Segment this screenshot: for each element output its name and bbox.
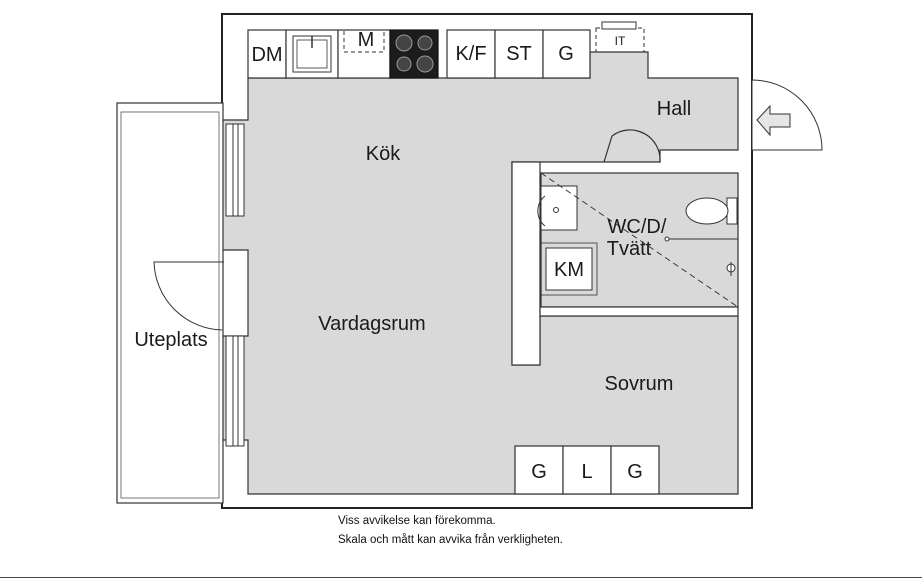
label-m: M [358, 29, 375, 51]
label-g-kitchen: G [558, 43, 574, 65]
room-label-uteplats: Uteplats [134, 329, 207, 351]
bottom-rule [0, 577, 922, 578]
bedroom-closets [514, 445, 660, 495]
room-label-sovrum: Sovrum [605, 373, 674, 395]
closet-g2 [610, 445, 660, 495]
label-it: IT [615, 34, 626, 48]
room-label-wc-line2: Tvätt [607, 238, 652, 260]
bathroom-door [603, 129, 661, 163]
label-dm: DM [251, 44, 282, 66]
washing-machine [545, 247, 593, 291]
closet-g1 [514, 445, 564, 495]
kitchen-counter [247, 21, 645, 79]
shower-tap [726, 262, 736, 276]
internal-wall [511, 161, 541, 366]
window-south [225, 335, 245, 447]
patio-door-swing [153, 261, 224, 331]
label-closet-l: L [581, 461, 592, 483]
window-north [225, 123, 245, 217]
stove [389, 29, 439, 79]
label-km: KM [554, 259, 584, 281]
toilet [685, 197, 738, 225]
label-closet-g2: G [627, 461, 643, 483]
label-kf: K/F [455, 43, 486, 65]
room-label-vardagsrum: Vardagsrum [318, 313, 425, 335]
broom-closet [494, 29, 544, 79]
patio [116, 102, 224, 504]
closet-l [562, 445, 612, 495]
label-st: ST [506, 43, 532, 65]
washbasin [540, 185, 578, 231]
microwave-counter [337, 29, 391, 79]
label-closet-g1: G [531, 461, 547, 483]
room-label-kok: Kök [366, 143, 401, 165]
disclaimer-line-2: Skala och mått kan avvika från verklighe… [338, 534, 564, 546]
microwave-dashed [343, 29, 385, 53]
entrance-door [751, 79, 823, 151]
room-label-hall: Hall [657, 98, 691, 120]
wardrobe-kitchen [542, 29, 591, 79]
bath-bed-wall [539, 306, 739, 317]
bathroom-fixtures [537, 172, 739, 308]
fridge-freezer [446, 29, 496, 79]
disclaimer-line-1: Viss avvikelse kan förekomma. [338, 515, 496, 527]
room-label-wc-line1: WC/D/ [608, 216, 667, 238]
